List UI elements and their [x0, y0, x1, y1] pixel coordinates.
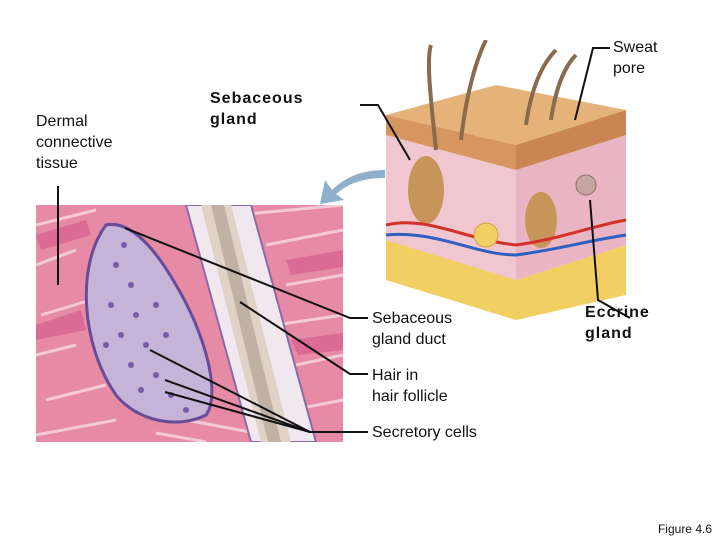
eccrine-gland-coil [575, 174, 597, 196]
sebaceous-gland-body [408, 156, 444, 224]
skin-block-diagram [385, 40, 627, 320]
micrograph-sebaceous-gland [36, 205, 343, 442]
label-secretory-cells: Secretory cells [372, 424, 477, 441]
hair-shafts [426, 40, 578, 151]
epidermis [386, 85, 626, 145]
figure-caption: Figure 4.6 [657, 522, 712, 536]
